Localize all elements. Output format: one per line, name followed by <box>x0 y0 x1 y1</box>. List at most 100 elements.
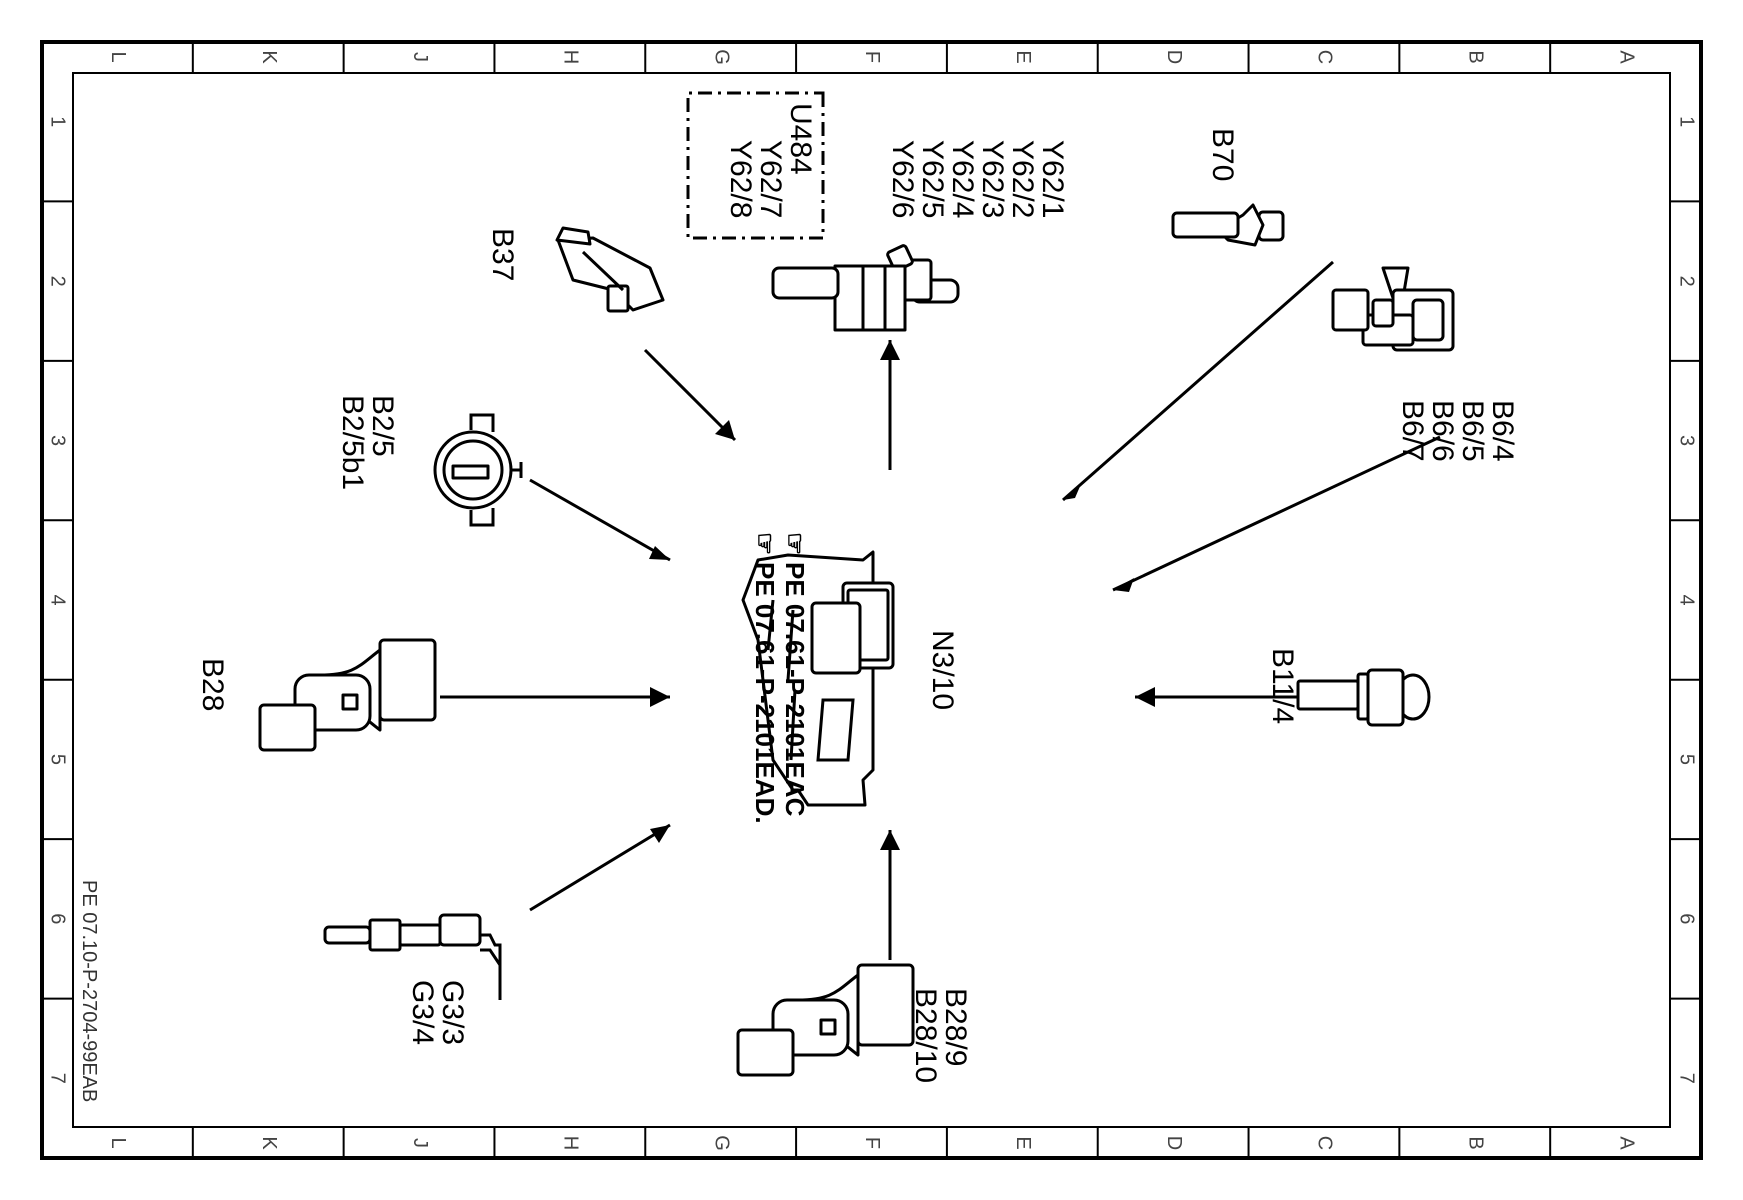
grid-row-label-right: 2 <box>1676 276 1698 287</box>
arrow-b70 <box>1062 260 1334 502</box>
label-b2-5: B2/5 <box>366 395 399 457</box>
grid-col-label-top: D <box>1163 50 1185 64</box>
grid-row-label-left: 1 <box>47 116 69 127</box>
arrowhead-b28 <box>650 687 670 707</box>
outer-frame <box>40 40 1703 1160</box>
camshaft-labels: B6/4 B6/5 B6/6 B6/7 <box>1396 400 1519 462</box>
label-y62-6: Y62/6 <box>886 140 919 218</box>
note-2: PE 07.61-P-2101EAD. <box>750 562 780 824</box>
rotated-content: Y62/1 Y62/2 Y62/3 Y62/4 Y62/5 Y62/6 U484… <box>78 91 1519 1102</box>
label-b2-5b1: B2/5b1 <box>336 395 369 490</box>
ecu-n3-10-icon <box>741 550 895 807</box>
grid-col-label-bottom: A <box>1615 1136 1637 1150</box>
grid-row-label-right: 3 <box>1676 435 1698 446</box>
arrowhead-b11-4 <box>1135 687 1155 707</box>
label-b28-9: B28/9 <box>939 988 972 1066</box>
grid-row-label-left: 4 <box>47 594 69 605</box>
grid-col-label-top: G <box>710 49 732 65</box>
grid-col-label-top: K <box>258 50 280 64</box>
grid-ticks <box>42 42 1701 1158</box>
camshaft-sensor-icon <box>1331 266 1455 352</box>
label-g3-4: G3/4 <box>406 980 439 1045</box>
grid-row-label-right: 1 <box>1676 116 1698 127</box>
grid-col-label-bottom: B <box>1464 1136 1486 1149</box>
grid-col-label-bottom: F <box>861 1137 883 1149</box>
arrows <box>440 260 1441 960</box>
arrowhead-b37 <box>715 420 735 440</box>
grid-row-label-left: 7 <box>47 1073 69 1084</box>
label-y62-8: Y62/8 <box>724 140 757 218</box>
label-y62-4: Y62/4 <box>946 140 979 218</box>
arrowhead-b70 <box>1063 484 1081 500</box>
label-b6-7: B6/7 <box>1396 400 1429 462</box>
arrow-g3 <box>529 823 671 912</box>
oxygen-sensor-icon <box>323 913 502 1000</box>
grid-col-label-bottom: E <box>1012 1136 1034 1149</box>
grid-row-label-right: 7 <box>1676 1073 1698 1084</box>
grid-row-label-left: 5 <box>47 754 69 765</box>
arrowhead-b6 <box>1113 578 1134 592</box>
reference-code: PE 07.10-P-2704-99EAB <box>78 880 100 1102</box>
grid-col-label-bottom: D <box>1163 1136 1185 1150</box>
label-b37: B37 <box>486 228 519 281</box>
arrow-b2 <box>529 478 671 562</box>
label-b11-4: B11/4 <box>1266 648 1299 724</box>
grid-col-label-bottom: C <box>1314 1136 1336 1150</box>
arrowhead-y62 <box>880 340 900 360</box>
boxed-group: U484 Y62/7 Y62/8 <box>686 91 825 240</box>
pressure-sensor-icon-b28 <box>258 638 437 752</box>
label-y62-5: Y62/5 <box>916 140 949 218</box>
dashed-box <box>686 91 825 240</box>
label-b70: B70 <box>1206 128 1239 181</box>
grid-col-label-bottom: L <box>107 1137 129 1148</box>
grid-col-label-bottom: G <box>710 1135 732 1151</box>
injector-labels: Y62/1 Y62/2 Y62/3 Y62/4 Y62/5 Y62/6 <box>886 140 1069 218</box>
pedal-sensor-icon <box>555 226 665 313</box>
note-1: PE 07.61-P-2101EAC <box>780 562 810 817</box>
label-n3-10: N3/10 <box>926 630 959 710</box>
label-y62-7: Y62/7 <box>754 140 787 218</box>
arrow-b6 <box>1112 435 1441 592</box>
arrowhead-b2 <box>649 546 670 560</box>
grid-col-label-top: A <box>1615 50 1637 64</box>
label-b6-4: B6/4 <box>1486 400 1519 462</box>
injector-icon <box>771 244 960 332</box>
grid-row-label-left: 3 <box>47 435 69 446</box>
book-icon-2: ☞ <box>750 532 780 555</box>
center-notes: ☞ PE 07.61-P-2101EAC ☞ PE 07.61-P-2101EA… <box>750 532 810 824</box>
label-y62-1: Y62/1 <box>1036 140 1069 218</box>
label-y62-3: Y62/3 <box>976 140 1009 218</box>
label-b28-10: B28/10 <box>909 988 942 1083</box>
crankshaft-sensor-icon <box>1171 203 1285 247</box>
grid-col-label-top: L <box>107 51 129 62</box>
inner-frame <box>72 72 1671 1128</box>
label-g3-3: G3/3 <box>436 980 469 1045</box>
air-mass-sensor-icon <box>433 413 523 527</box>
label-u484: U484 <box>784 103 817 175</box>
grid-row-label-right: 4 <box>1676 594 1698 605</box>
label-b6-6: B6/6 <box>1426 400 1459 462</box>
arrowhead-b28-9 <box>880 830 900 850</box>
arrowhead-g3 <box>650 825 670 843</box>
grid-col-label-top: B <box>1464 50 1486 63</box>
grid-col-label-top: F <box>861 51 883 63</box>
grid-row-label-right: 6 <box>1676 913 1698 924</box>
book-icon-1: ☞ <box>780 532 810 555</box>
temperature-sensor-icon <box>1296 668 1431 727</box>
grid-col-label-top: C <box>1314 50 1336 64</box>
grid-col-label-top: J <box>409 52 431 62</box>
grid-row-label-left: 6 <box>47 913 69 924</box>
label-y62-2: Y62/2 <box>1006 140 1039 218</box>
pressure-sensor-icon-b28-9 <box>736 963 915 1077</box>
grid-col-label-bottom: J <box>409 1138 431 1148</box>
grid-row-label-left: 2 <box>47 276 69 287</box>
label-b28: B28 <box>196 658 229 711</box>
grid-col-label-bottom: K <box>258 1136 280 1150</box>
arrow-b37 <box>643 348 737 442</box>
label-b6-5: B6/5 <box>1456 400 1489 462</box>
grid-col-label-bottom: H <box>560 1136 582 1150</box>
grid-col-label-top: H <box>560 50 582 64</box>
grid-row-label-right: 5 <box>1676 754 1698 765</box>
